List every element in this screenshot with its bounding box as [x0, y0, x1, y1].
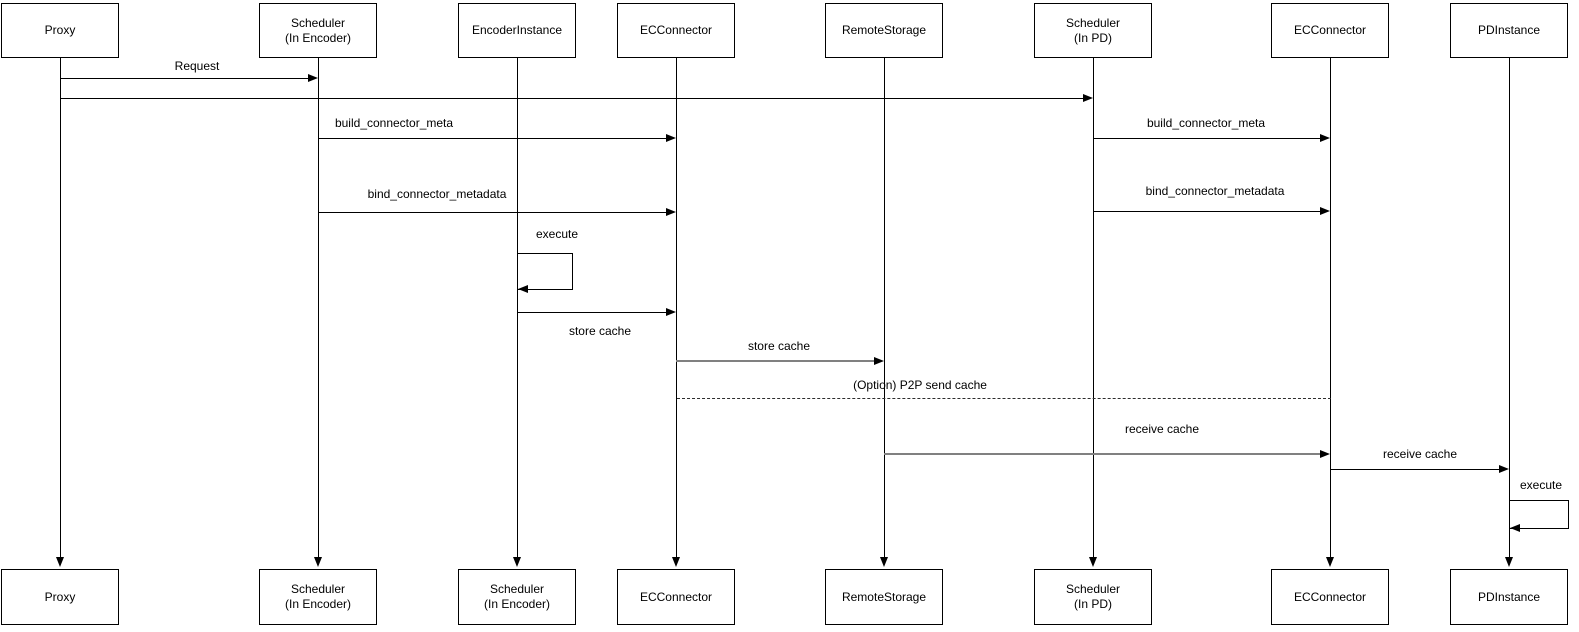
message-line	[884, 453, 1320, 455]
lifeline-arrowhead-icon	[1326, 557, 1334, 567]
participant-bottom-ec-connector: ECConnector	[617, 569, 735, 625]
arrowhead-icon	[666, 308, 676, 316]
message-label: bind_connector_metadata	[1145, 184, 1285, 198]
participant-top-remote-storage: RemoteStorage	[825, 3, 943, 58]
participant-top-scheduler-pd: Scheduler (In PD)	[1034, 3, 1152, 58]
lifeline-arrowhead-icon	[314, 557, 322, 567]
arrowhead-icon	[1320, 134, 1330, 142]
message-line	[60, 98, 1083, 99]
arrowhead-icon	[1510, 524, 1520, 532]
participant-bottom-remote-storage: RemoteStorage	[825, 569, 943, 625]
lifeline-arrowhead-icon	[1505, 557, 1513, 567]
arrowhead-icon	[666, 208, 676, 216]
lifeline-ec-connector-pd	[1330, 58, 1331, 557]
message-label: build_connector_meta	[1146, 116, 1266, 130]
lifeline-encoder-instance	[517, 58, 518, 557]
arrowhead-icon	[666, 134, 676, 142]
lifeline-scheduler-pd	[1093, 58, 1094, 557]
self-loop-line	[1509, 500, 1569, 529]
arrowhead-icon	[874, 357, 884, 365]
message-label: receive cache	[1382, 447, 1458, 461]
lifeline-scheduler-encoder	[318, 58, 319, 557]
message-label: store cache	[568, 324, 632, 338]
lifeline-arrowhead-icon	[880, 557, 888, 567]
arrowhead-icon	[518, 285, 528, 293]
arrowhead-icon	[308, 74, 318, 82]
participant-label: PDInstance	[1477, 23, 1541, 37]
lifeline-arrowhead-icon	[1089, 557, 1097, 567]
lifeline-arrowhead-icon	[513, 557, 521, 567]
message-line	[60, 78, 308, 79]
arrowhead-icon	[1499, 465, 1509, 473]
participant-top-scheduler-encoder: Scheduler (In Encoder)	[259, 3, 377, 58]
message-line	[318, 212, 666, 213]
participant-label: EncoderInstance	[471, 23, 563, 37]
message-label: execute	[536, 227, 579, 241]
participant-label: RemoteStorage	[841, 589, 927, 604]
arrowhead-icon	[1083, 94, 1093, 102]
participant-label: ECConnector	[639, 589, 713, 604]
participant-label: Scheduler (In Encoder)	[284, 15, 352, 45]
lifeline-remote-storage	[884, 58, 885, 557]
self-loop-line	[517, 253, 573, 290]
message-label: execute	[1520, 478, 1563, 492]
lifeline-pd-instance	[1509, 58, 1510, 557]
message-label: (Option) P2P send cache	[853, 378, 987, 392]
participant-top-ec-connector: ECConnector	[617, 3, 735, 58]
participant-bottom-scheduler-pd: Scheduler (In PD)	[1034, 569, 1152, 625]
lifeline-proxy	[60, 58, 61, 557]
lifeline-arrowhead-icon	[56, 557, 64, 567]
message-line	[1093, 211, 1320, 212]
participant-label: Scheduler (In Encoder)	[284, 582, 352, 611]
message-line	[676, 360, 874, 362]
participant-label: Proxy	[44, 23, 76, 37]
participant-label: ECConnector	[1293, 589, 1367, 604]
participant-top-pd-instance: PDInstance	[1450, 3, 1568, 58]
participant-bottom-pd-instance: PDInstance	[1450, 569, 1568, 625]
message-label: receive cache	[1124, 422, 1200, 436]
participant-label: Proxy	[44, 589, 76, 604]
participant-bottom-scheduler-encoder-2: Scheduler (In Encoder)	[458, 569, 576, 625]
message-line	[1330, 469, 1499, 470]
participant-top-ec-connector-pd: ECConnector	[1271, 3, 1389, 58]
message-label: build_connector_meta	[334, 116, 454, 130]
lifeline-arrowhead-icon	[672, 557, 680, 567]
participant-label: PDInstance	[1477, 589, 1541, 604]
participant-top-proxy: Proxy	[1, 3, 119, 58]
message-line	[517, 312, 666, 313]
participant-bottom-ec-connector-pd: ECConnector	[1271, 569, 1389, 625]
participant-label: Scheduler (In PD)	[1065, 15, 1121, 45]
participant-label: Scheduler (In Encoder)	[483, 582, 551, 611]
arrowhead-icon	[1320, 450, 1330, 458]
participant-bottom-scheduler-encoder: Scheduler (In Encoder)	[259, 569, 377, 625]
participant-label: ECConnector	[1293, 23, 1367, 37]
message-line	[318, 138, 666, 139]
message-line	[677, 398, 1331, 399]
participant-top-encoder-instance: EncoderInstance	[458, 3, 576, 58]
participant-label: ECConnector	[639, 23, 713, 37]
participant-label: RemoteStorage	[841, 23, 927, 37]
lifeline-ec-connector	[676, 58, 677, 557]
participant-label: Scheduler (In PD)	[1065, 582, 1121, 611]
message-label: Request	[174, 59, 220, 73]
participant-bottom-proxy: Proxy	[1, 569, 119, 625]
message-label: store cache	[747, 339, 811, 353]
message-line	[1093, 138, 1320, 139]
message-label: bind_connector_metadata	[367, 187, 507, 201]
arrowhead-icon	[1320, 207, 1330, 215]
